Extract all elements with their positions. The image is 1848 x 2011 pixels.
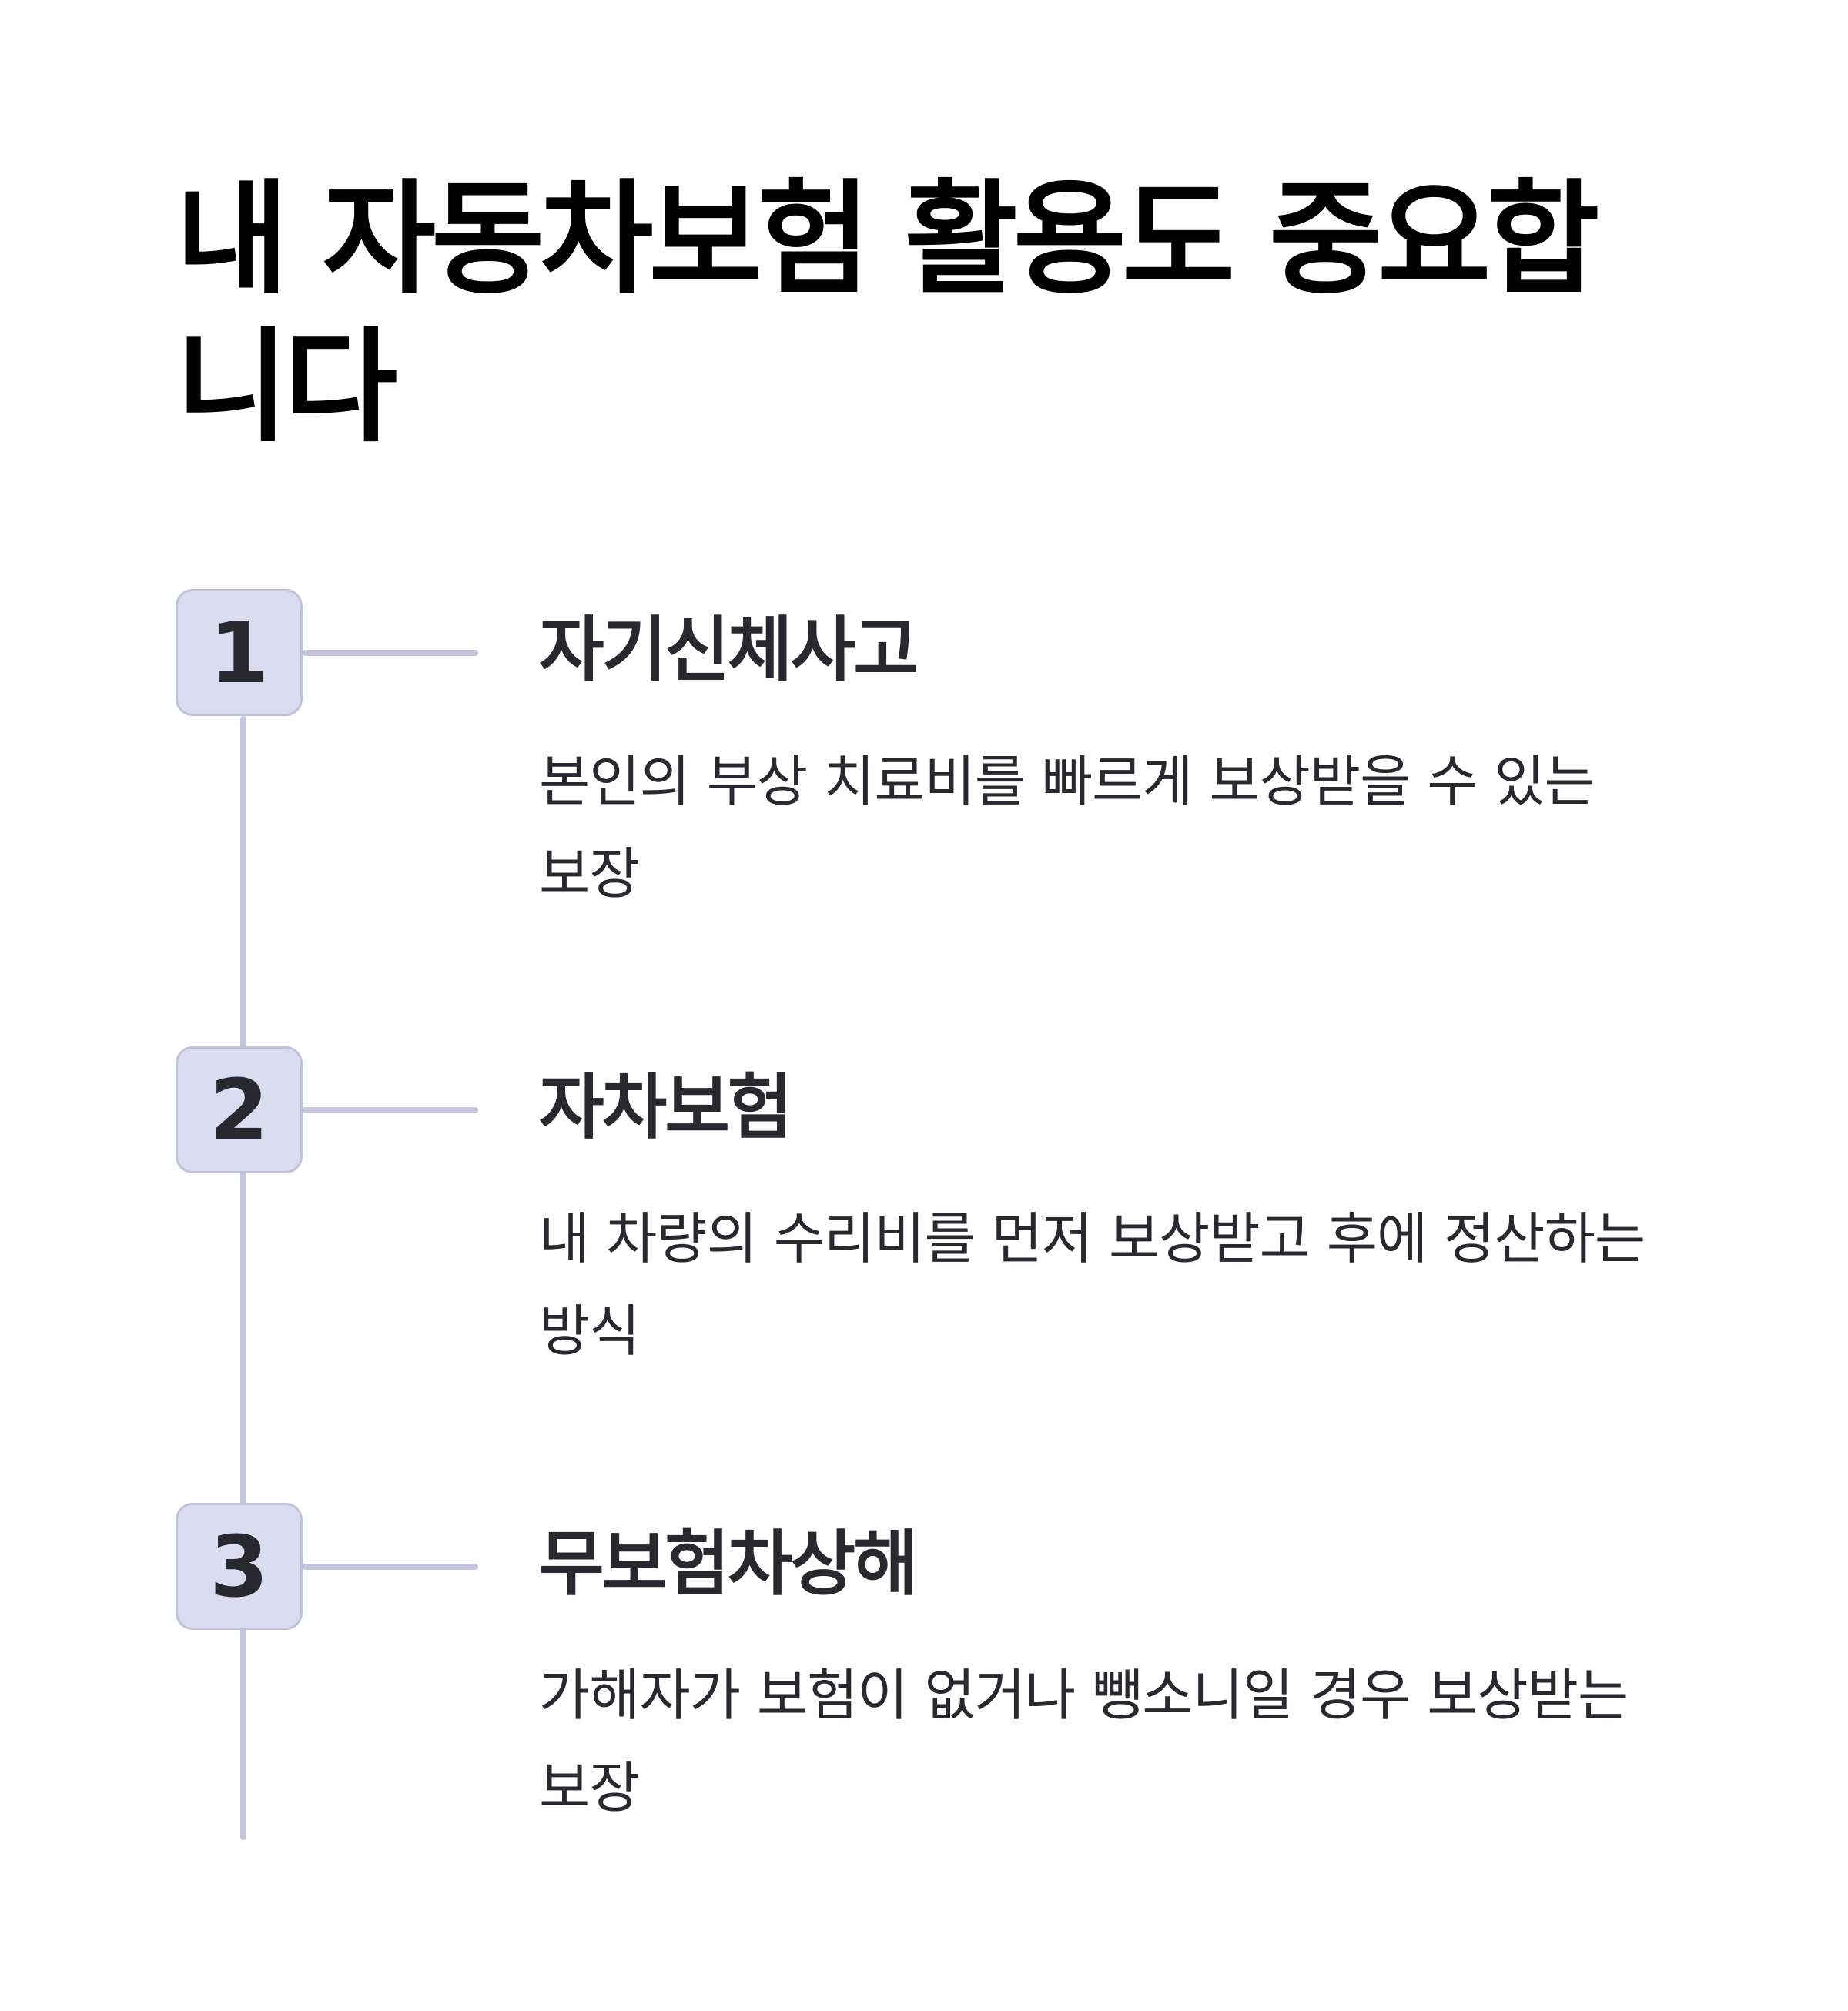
timeline-step-3: 3 무보험차상해 가해자가 보험이 없거나 뺑소니일 경우 보상받는 보장 <box>0 1503 1848 1888</box>
step-title: 무보험차상해 <box>539 1523 919 1605</box>
timeline-rail <box>240 716 246 1840</box>
step-number-badge: 1 <box>176 589 303 716</box>
step-title: 자차보험 <box>539 1066 793 1149</box>
timeline-step-1: 1 자기신체사고 본인의 부상 치료비를 빠르게 보상받을 수 있는 보장 <box>0 589 1848 974</box>
step-connector-line <box>303 1107 478 1113</box>
step-number-badge: 3 <box>176 1503 303 1630</box>
timeline-step-2: 2 자차보험 내 차량의 수리비를 먼저 보상받고 후에 정산하는 방식 <box>0 1046 1848 1431</box>
step-connector-line <box>303 650 478 656</box>
step-description: 본인의 부상 치료비를 빠르게 보상받을 수 있는 보장 <box>539 749 1595 906</box>
step-connector-line <box>303 1564 478 1570</box>
step-description: 내 차량의 수리비를 먼저 보상받고 후에 정산하는 방식 <box>539 1206 1645 1364</box>
step-description: 가해자가 보험이 없거나 뺑소니일 경우 보상받는 보장 <box>539 1663 1629 1820</box>
step-title: 자기신체사고 <box>539 609 919 691</box>
page-title: 내 자동차보험 활용도 중요합니다 <box>176 167 1600 459</box>
step-number-badge: 2 <box>176 1046 303 1173</box>
